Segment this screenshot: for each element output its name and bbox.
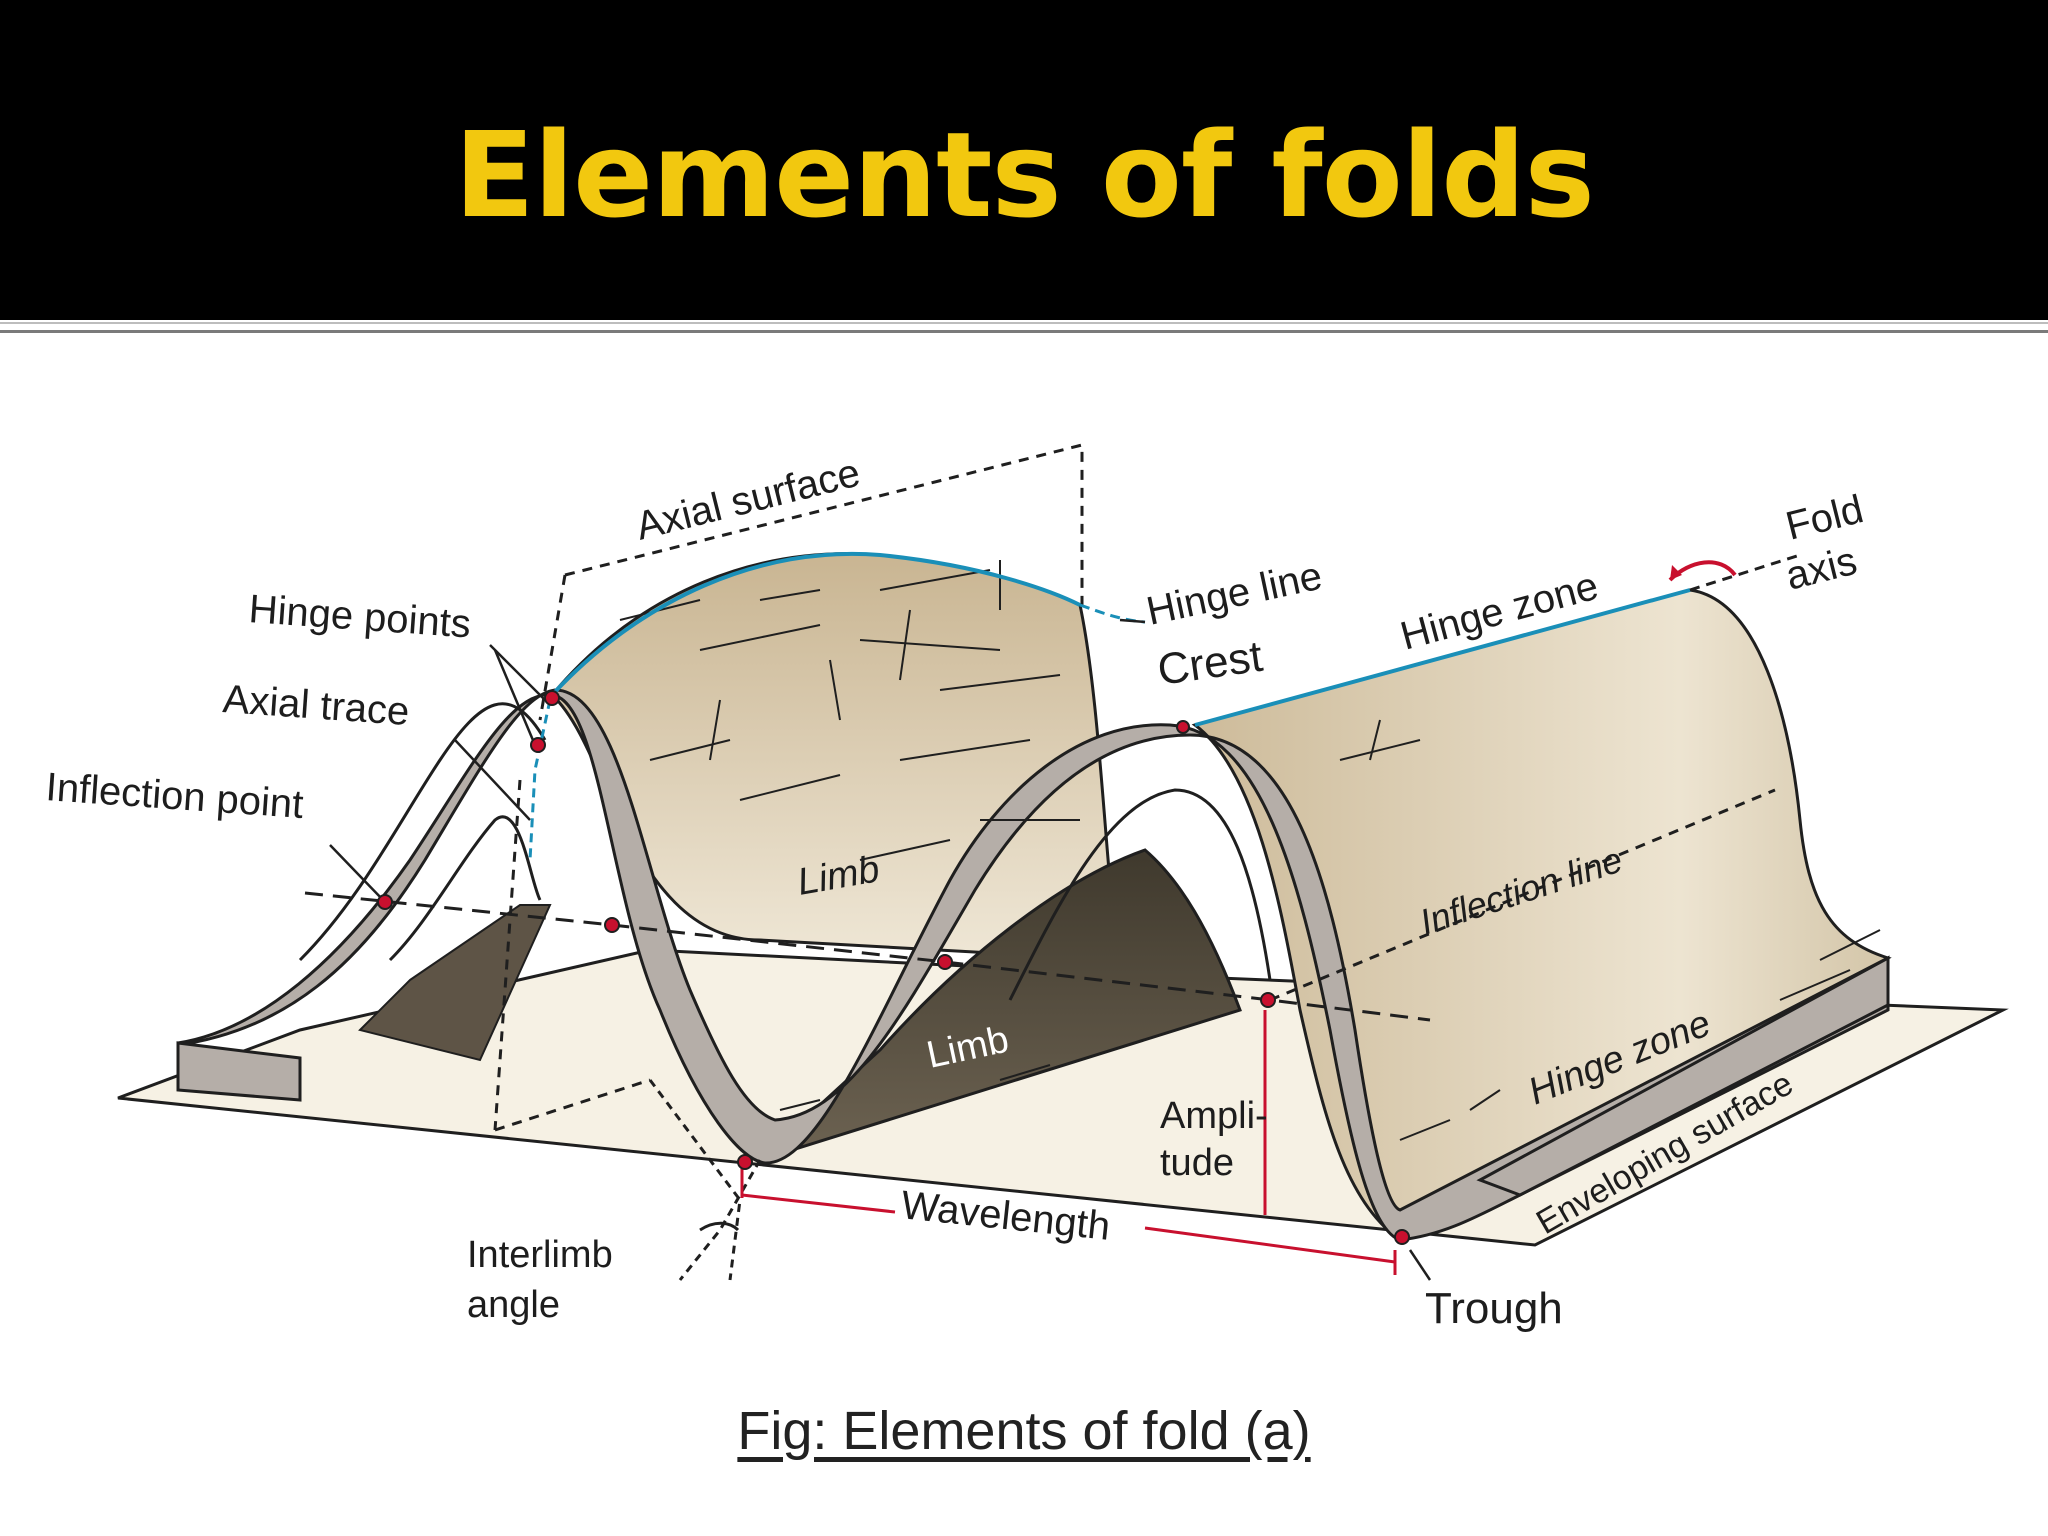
leader-lines bbox=[329, 618, 1432, 1281]
hinge-line-left bbox=[550, 551, 1081, 697]
inner-layer-line-3 bbox=[1008, 788, 1272, 1001]
slide-title: Elements of folds bbox=[454, 106, 1595, 244]
inflection-line bbox=[304, 891, 1431, 1022]
figure-caption: Fig: Elements of fold (a) bbox=[737, 1401, 1311, 1461]
hinge-point-outer bbox=[544, 690, 560, 706]
trough-marker-right bbox=[1394, 1229, 1410, 1245]
label-trough: Trough bbox=[1425, 1284, 1563, 1333]
label-angle: angle bbox=[467, 1284, 560, 1326]
label-axial-surface: Axial surface bbox=[632, 451, 865, 549]
interlimb-arc bbox=[699, 1221, 740, 1232]
left-inner-shadow bbox=[358, 904, 552, 1062]
label-interlimb: Interlimb bbox=[467, 1234, 613, 1276]
axial-trace bbox=[528, 699, 552, 861]
crest-marker bbox=[1176, 720, 1190, 734]
interlimb-angle-lines bbox=[648, 1079, 762, 1281]
fold-axis-line bbox=[1689, 553, 1801, 592]
title-bar bbox=[0, 0, 2048, 320]
inner-layer-line-2 bbox=[388, 815, 542, 962]
marker-points bbox=[377, 690, 1410, 1245]
inflection-point-marker-3 bbox=[937, 954, 953, 970]
syncline-shadow bbox=[758, 848, 1242, 1162]
left-end-slab bbox=[176, 1041, 302, 1102]
label-tude: tude bbox=[1160, 1142, 1234, 1184]
label-crest: Crest bbox=[1155, 632, 1266, 695]
fold-axis-arrow-head bbox=[1670, 565, 1682, 580]
axial-surface-outline bbox=[493, 443, 1084, 1132]
hinge-point-inner bbox=[530, 737, 546, 753]
divider-line bbox=[0, 322, 2048, 324]
right-end-slab bbox=[1476, 955, 1890, 1197]
inflection-line-right bbox=[1269, 788, 1776, 1002]
hinge-line-left-ext bbox=[1079, 603, 1146, 624]
hinge-line-right bbox=[1194, 588, 1691, 727]
label-hinge-line: Hinge line bbox=[1143, 554, 1326, 634]
inner-layer-line bbox=[298, 702, 547, 962]
inflection-point-marker-2 bbox=[604, 917, 620, 933]
trough-marker-left bbox=[737, 1154, 753, 1170]
divider-line-shadow bbox=[0, 330, 2048, 333]
label-fold: Fold bbox=[1782, 487, 1868, 549]
inflection-point-marker bbox=[377, 894, 393, 910]
surface-texture bbox=[619, 560, 1881, 1141]
label-ampli: Ampli- bbox=[1160, 1095, 1268, 1137]
fold-layer-front bbox=[176, 688, 1890, 1242]
measurement-lines bbox=[740, 1010, 1397, 1275]
label-inflection-point: Inflection point bbox=[44, 765, 304, 827]
label-hinge-points: Hinge points bbox=[247, 587, 472, 646]
label-axial-trace: Axial trace bbox=[221, 677, 410, 734]
inflection-point-marker-4 bbox=[1260, 992, 1276, 1008]
